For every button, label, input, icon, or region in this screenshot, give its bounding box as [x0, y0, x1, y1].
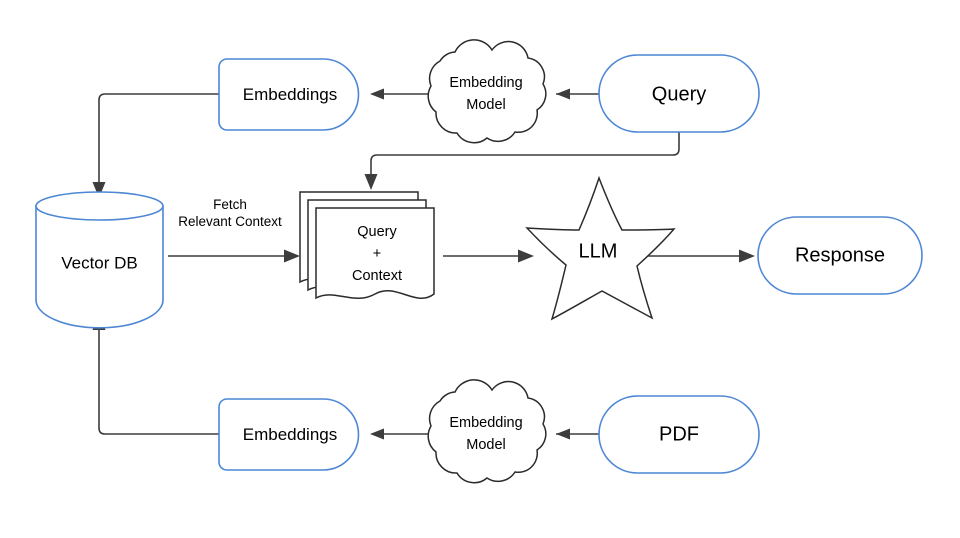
arrowhead-icon — [556, 428, 570, 440]
vector-db-label: Vector DB — [61, 253, 138, 272]
query-context-sheet-front — [315, 207, 435, 300]
pdf-label: PDF — [659, 423, 699, 445]
embedding-model-query-shape — [427, 39, 547, 144]
arrowhead-icon — [284, 249, 300, 263]
arrowhead-icon — [92, 182, 106, 198]
arrowhead-icon — [556, 88, 570, 100]
edge-pdf-to-embedding-model — [556, 428, 599, 440]
embedding-model-pdf-label-line1: Embedding — [449, 415, 522, 431]
embeddings-query-label: Embeddings — [243, 85, 338, 104]
embeddings-pdf-label: Embeddings — [243, 425, 338, 444]
edge-query-context-to-llm — [443, 249, 534, 263]
query-shape — [598, 54, 760, 133]
node-response[interactable]: Response — [757, 216, 923, 295]
edge-query-to-embedding-model — [556, 88, 599, 100]
query-context-label-line3: Context — [352, 268, 402, 284]
arrowhead-icon — [739, 249, 755, 263]
embedding-model-query-label-line2: Model — [466, 97, 506, 113]
embedding-model-pdf-shape — [427, 379, 547, 484]
response-shape — [757, 216, 923, 295]
edge-embeddings-pdf-to-vector-db — [92, 314, 219, 435]
arrowhead-icon — [370, 428, 384, 440]
edge-llm-to-response — [639, 249, 755, 263]
edge-vector-db-to-query-context: Fetch Relevant Context — [168, 197, 300, 263]
node-embeddings-pdf[interactable]: Embeddings — [218, 398, 360, 471]
query-label: Query — [652, 83, 706, 105]
arrowhead-icon — [370, 88, 384, 100]
node-embeddings-query[interactable]: Embeddings — [218, 58, 360, 131]
node-pdf[interactable]: PDF — [598, 395, 760, 474]
response-label: Response — [795, 244, 885, 266]
llm-label: LLM — [579, 240, 618, 262]
embeddings-pdf-shape — [218, 398, 360, 471]
embedding-model-query-label-line1: Embedding — [449, 75, 522, 91]
edge-embedding-model-to-embeddings — [370, 88, 428, 100]
query-context-label-line1: Query — [357, 224, 397, 240]
node-query-context[interactable]: Query + Context — [299, 191, 435, 300]
llm-shape — [525, 175, 676, 321]
node-embedding-model-pdf[interactable]: Embedding Model — [427, 379, 547, 484]
edge-embeddings-to-vector-db — [92, 93, 219, 198]
node-query[interactable]: Query — [598, 54, 760, 133]
arrowhead-icon — [364, 174, 378, 190]
edge-query-to-query-context — [364, 132, 680, 190]
node-vector-db[interactable]: Vector DB — [35, 191, 164, 329]
vector-db-body — [35, 205, 164, 329]
edge-label-fetch-line1: Fetch — [213, 197, 247, 212]
arrowhead-icon — [518, 249, 534, 263]
pdf-shape — [598, 395, 760, 474]
query-context-label-line2: + — [373, 246, 381, 262]
edge-embedding-model-pdf-to-embeddings — [370, 428, 428, 440]
node-llm[interactable]: LLM — [525, 175, 676, 321]
node-embedding-model-query[interactable]: Embedding Model — [427, 39, 547, 144]
embeddings-query-shape — [218, 58, 360, 131]
edge-label-fetch-line2: Relevant Context — [178, 214, 282, 229]
embedding-model-pdf-label-line2: Model — [466, 437, 506, 453]
vector-db-top-ellipse — [35, 191, 164, 221]
